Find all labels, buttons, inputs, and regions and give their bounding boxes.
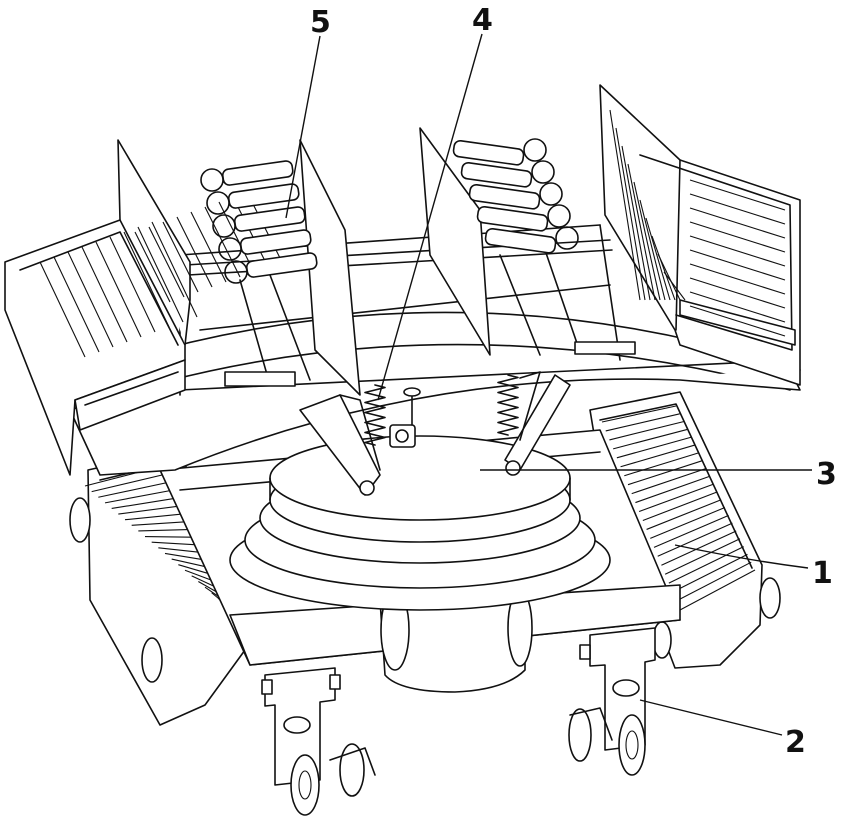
callout-2: 2 [640,700,806,760]
callout-2-label: 2 [785,725,806,760]
callout-1-label: 1 [812,556,833,591]
left-wheel-assembly [262,668,375,815]
callout-4-label: 4 [472,3,493,38]
turntable [230,436,610,610]
right-wheel-assembly [569,628,655,775]
callout-5-label: 5 [310,5,331,40]
callout-3-label: 3 [816,457,837,492]
